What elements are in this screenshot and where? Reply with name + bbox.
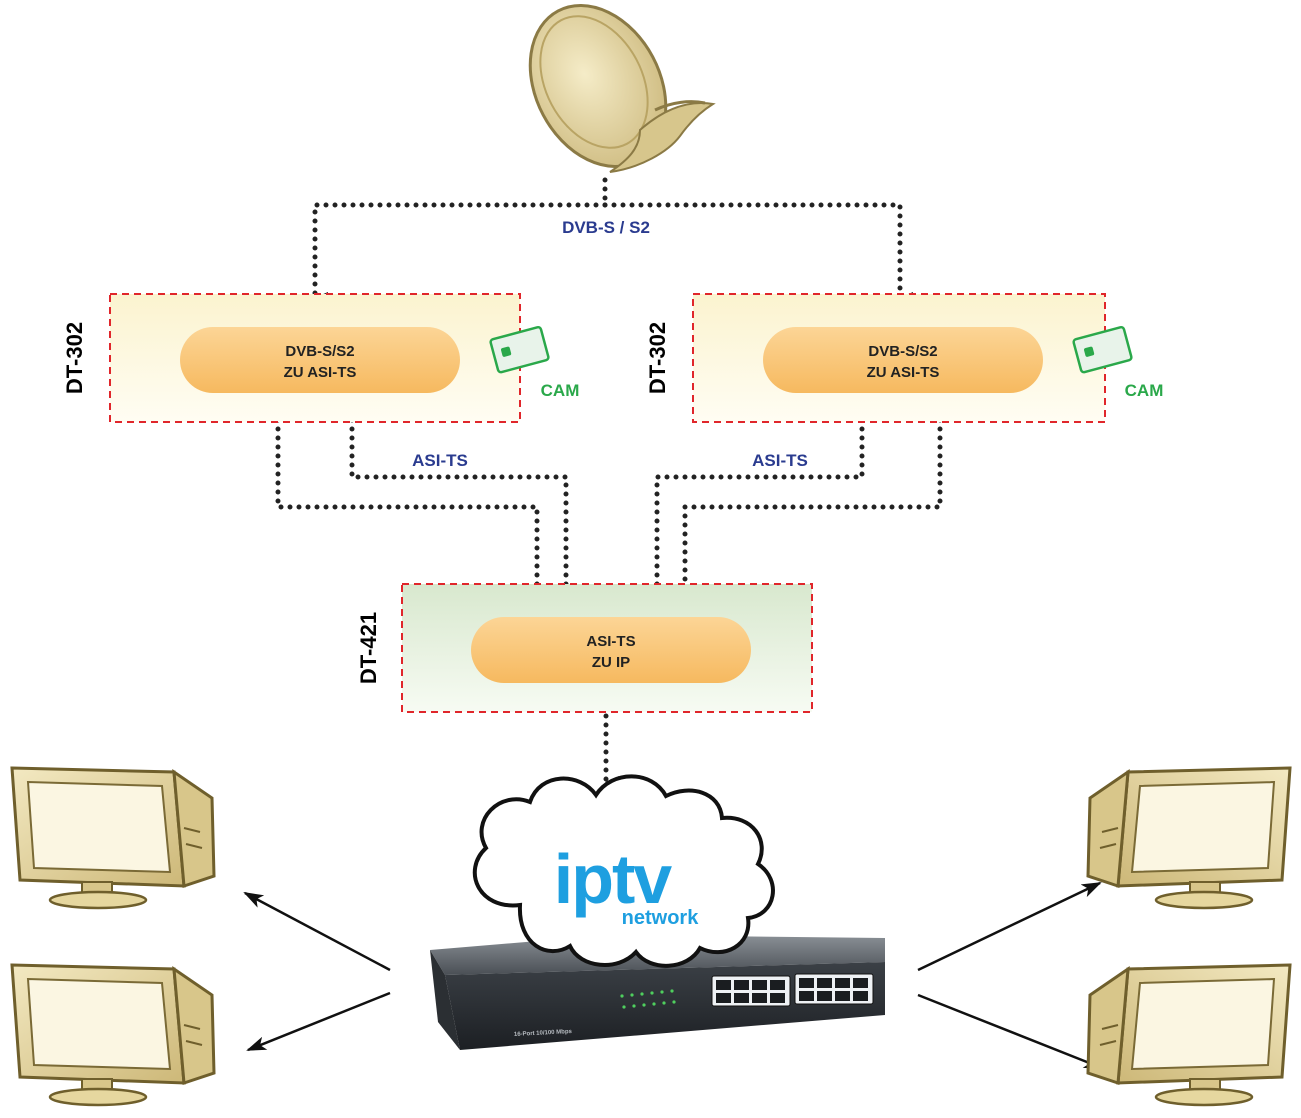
dvb-label: DVB-S / S2: [562, 218, 650, 237]
converter-bottom-line1: ASI-TS: [586, 633, 635, 650]
device-dt302-left: DVB-S/S2 ZU ASI-TS DT-302 CAM: [62, 293, 580, 423]
cloud-icon: iptv network: [473, 774, 775, 968]
iptv-logo-big: iptv: [554, 840, 673, 918]
monitor-icon: [10, 963, 216, 1107]
signal-paths: [275, 177, 943, 788]
monitor-icon: [1086, 963, 1292, 1107]
smart-card-icon: [1072, 325, 1133, 374]
arrow-to-monitor-bottom-right: [917, 993, 1104, 1070]
asi-label-right: ASI-TS: [752, 451, 808, 470]
converter-left-line1: DVB-S/S2: [285, 343, 354, 360]
device-dt421: ASI-TS ZU IP DT-421: [356, 583, 813, 713]
iptv-logo-small: network: [622, 907, 700, 929]
dvb-path-left: [312, 202, 608, 304]
device-dt302-right: DVB-S/S2 ZU ASI-TS DT-302 CAM: [645, 293, 1164, 423]
asi-path-left-outer: [275, 399, 550, 611]
monitor-icon: [1086, 766, 1292, 910]
smart-card-icon: [489, 325, 550, 374]
converter-right-line1: DVB-S/S2: [868, 343, 937, 360]
device-label-bottom: DT-421: [356, 612, 381, 684]
converter-right-line2: ZU ASI-TS: [867, 364, 940, 381]
converter-bottom-line2: ZU IP: [592, 654, 630, 671]
device-label-left: DT-302: [62, 322, 87, 394]
device-label-right: DT-302: [645, 322, 670, 394]
switch-led-panel: [620, 989, 676, 1009]
converter-pill-right: [763, 327, 1043, 393]
monitor-icon: [10, 766, 216, 910]
cam-label-left: CAM: [541, 381, 580, 400]
switch-caption: 16-Port 10/100 Mbps: [514, 1029, 573, 1038]
converter-pill-bottom: [471, 617, 751, 683]
switch-ports: [716, 978, 868, 1003]
asi-path-left-inner: [349, 399, 579, 611]
converter-left-line2: ZU ASI-TS: [284, 364, 357, 381]
asi-path-right-outer: [682, 399, 943, 611]
arrow-to-monitor-bottom-left: [246, 991, 391, 1052]
asi-label-left: ASI-TS: [412, 451, 468, 470]
converter-pill-left: [180, 327, 460, 393]
satellite-dish-icon: [528, 4, 716, 173]
asi-path-right-inner: [654, 399, 865, 611]
dvb-path-right: [602, 202, 913, 304]
output-arrows: [243, 881, 1104, 1070]
arrow-to-monitor-top-left: [243, 891, 391, 972]
cam-label-right: CAM: [1125, 381, 1164, 400]
arrow-to-monitor-top-right: [917, 881, 1102, 972]
